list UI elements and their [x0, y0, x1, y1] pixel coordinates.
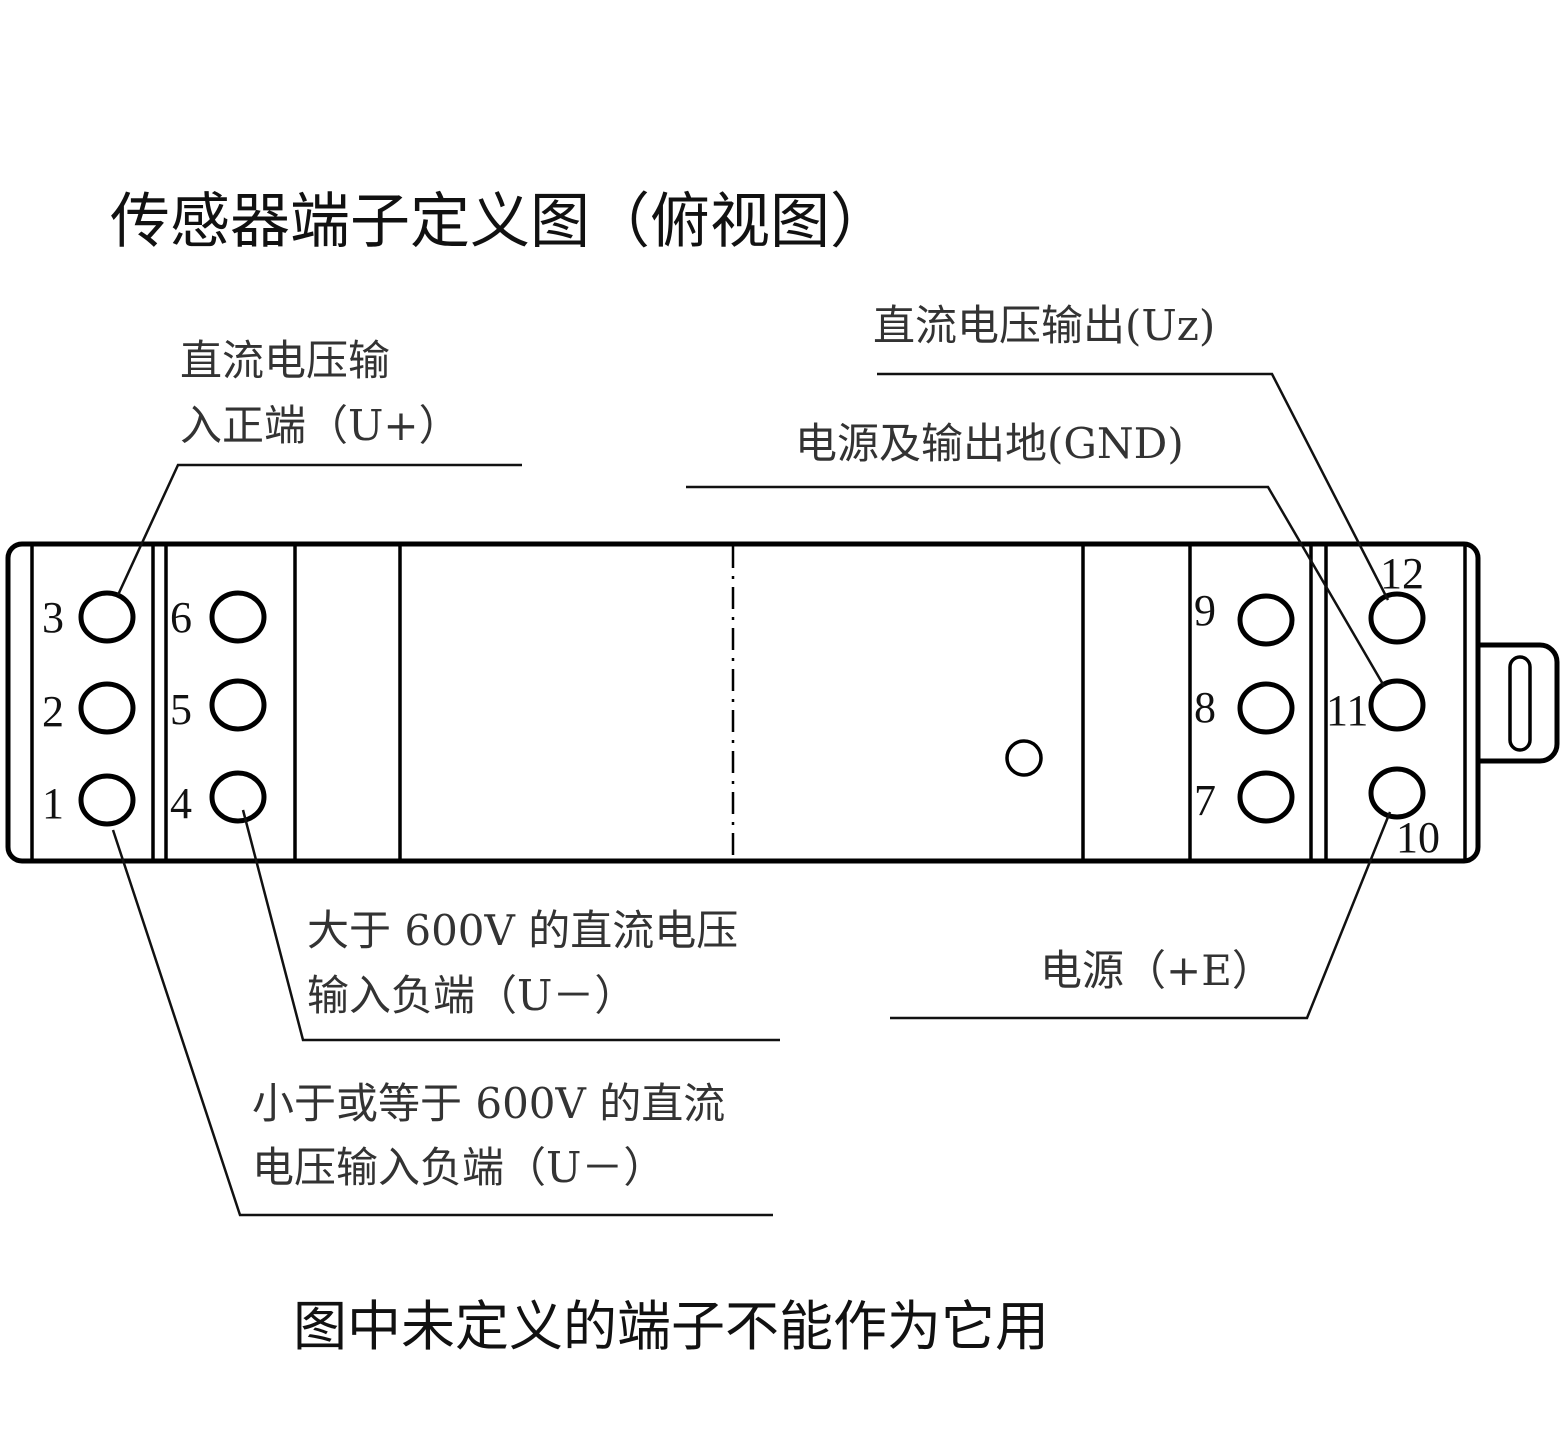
- footer-note: 图中未定义的端子不能作为它用: [293, 1295, 1049, 1358]
- terminal-1: [78, 773, 136, 827]
- terminal-number: 7: [1194, 776, 1216, 825]
- terminal-number: 5: [170, 685, 192, 734]
- terminal-number: 8: [1194, 683, 1216, 732]
- terminal-number: 12: [1380, 549, 1424, 598]
- terminal-10: [1368, 766, 1426, 820]
- label-u-plus-line2: 入正端（U+）: [180, 401, 461, 450]
- terminal-number: 3: [42, 593, 64, 642]
- label-power: 电源（+E）: [1040, 946, 1274, 995]
- terminal-4: [209, 770, 267, 824]
- label-u-minus-high-line2: 输入负端（U－）: [307, 971, 636, 1020]
- terminal-6: [209, 590, 267, 644]
- leader-gnd: [686, 485, 1386, 687]
- leader-lines: [111, 372, 1392, 1217]
- leader-u-plus: [116, 463, 522, 596]
- terminal-5: [209, 678, 267, 732]
- terminal-number: 6: [170, 593, 192, 642]
- label-u-plus-line1: 直流电压输: [180, 336, 390, 385]
- label-gnd: 电源及输出地(GND): [795, 419, 1184, 468]
- terminal-holes: [78, 590, 1426, 827]
- leader-u-minus-high: [241, 809, 780, 1042]
- leader-u-minus-low: [111, 829, 773, 1217]
- terminal-7: [1237, 770, 1295, 824]
- terminal-number: 2: [42, 687, 64, 736]
- label-uz: 直流电压输出(Uz): [873, 301, 1215, 350]
- terminal-number: 9: [1194, 586, 1216, 635]
- terminal-number: 10: [1396, 813, 1440, 862]
- terminal-2: [78, 681, 136, 735]
- label-u-minus-high-line1: 大于 600V 的直流电压: [307, 906, 738, 955]
- terminal-number: 11: [1326, 686, 1368, 735]
- mounting-slot: [1508, 655, 1532, 752]
- terminal-9: [1237, 593, 1295, 647]
- leader-uz: [877, 372, 1390, 601]
- terminal-number: 4: [170, 779, 192, 828]
- indicator-hole: [1005, 739, 1043, 777]
- terminal-numbers: 1 2 3 4 5 6 7 8 9 10 11 12: [42, 549, 1440, 862]
- diagram-title: 传感器端子定义图（俯视图）: [110, 187, 890, 257]
- module-outline: [5, 541, 1481, 864]
- terminal-12: [1368, 591, 1426, 645]
- terminal-3: [78, 590, 136, 644]
- sensor-module-body: [5, 541, 1560, 864]
- terminal-number: 1: [42, 779, 64, 828]
- label-u-minus-low-line1: 小于或等于 600V 的直流: [252, 1079, 725, 1128]
- label-u-minus-low-line2: 电压输入负端（U－）: [252, 1143, 665, 1192]
- terminal-8: [1237, 681, 1295, 735]
- leader-power: [890, 811, 1392, 1020]
- terminal-11: [1368, 678, 1426, 732]
- mounting-tab: [1478, 642, 1560, 764]
